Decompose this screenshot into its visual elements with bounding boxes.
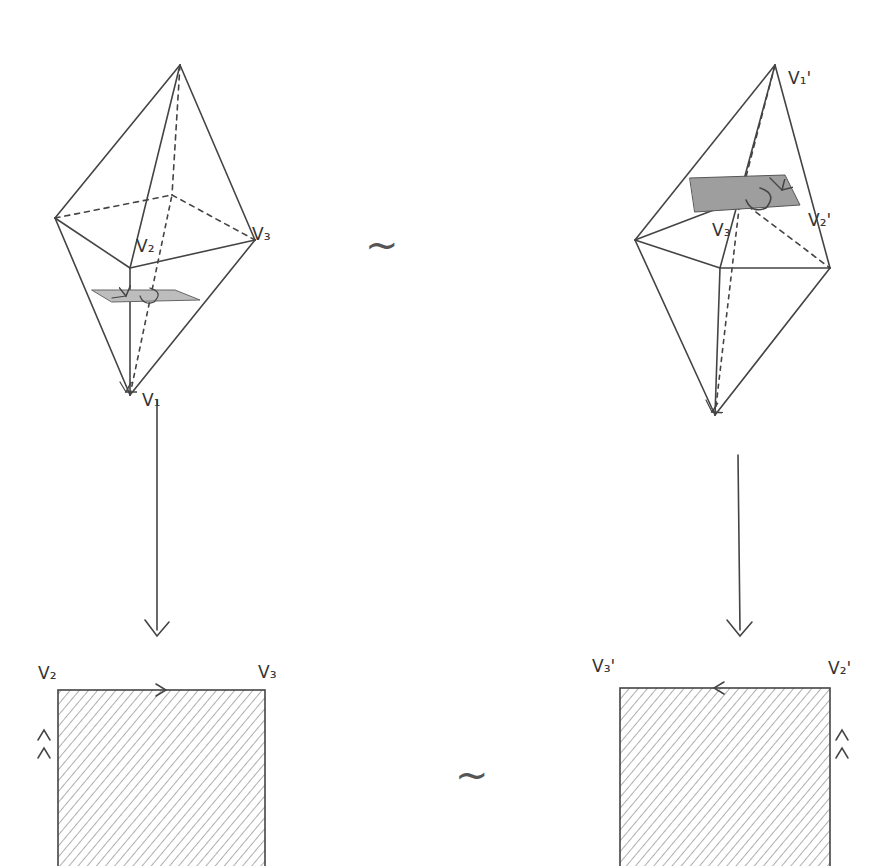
equivalence-tilde: ~	[365, 225, 399, 265]
equivalence-tilde: ~	[455, 755, 489, 795]
vertex-label: V₃'	[592, 658, 615, 675]
vertex-label: V₃	[712, 222, 730, 239]
vertex-label: V₃	[252, 226, 270, 243]
vertex-label: V₂'	[808, 212, 831, 229]
vertex-label: V₂'	[828, 660, 851, 677]
vertex-label: V₁	[142, 392, 160, 409]
vertex-label: V₃	[258, 664, 276, 681]
vertex-label: V₂	[136, 238, 154, 255]
vertex-label: V₂	[38, 665, 56, 682]
vertex-label: V₁'	[788, 70, 811, 87]
